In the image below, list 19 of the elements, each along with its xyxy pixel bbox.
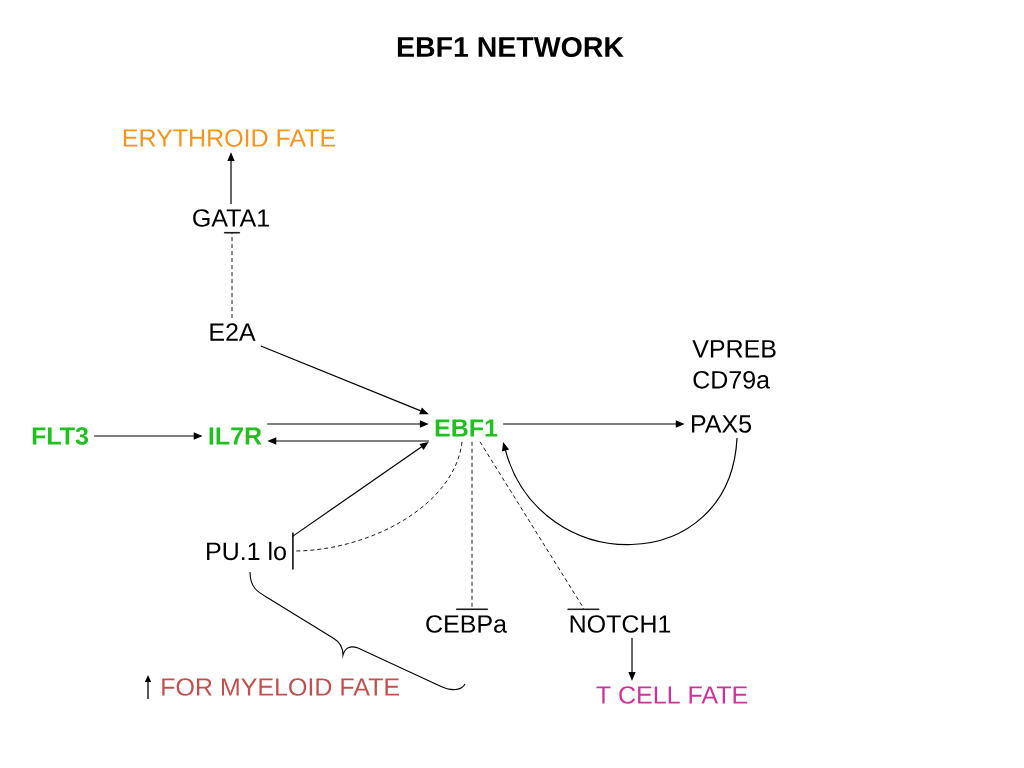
arrow <box>501 437 738 546</box>
gene-name: IL7R <box>209 427 262 445</box>
inhibition-line <box>224 232 240 319</box>
fate-label: T CELL FATE <box>596 686 748 704</box>
gene-name: EBF1 <box>435 419 498 437</box>
fate-label: ERYTHROID FATE <box>123 129 336 147</box>
gene-name: GATA1 <box>193 209 269 227</box>
inhibition-line <box>479 441 600 610</box>
gene-name: NOTCH1 <box>570 615 671 633</box>
inhibition-line <box>456 441 488 610</box>
text-label: VPREB CD79a <box>692 340 776 389</box>
gene-name: FLT3 <box>32 427 89 445</box>
gene-name: PU.1 lo <box>207 541 286 561</box>
gene-name: CEBPa <box>426 615 507 633</box>
text-label: FOR MYELOID FATE <box>162 678 399 696</box>
inhibition-line <box>292 441 463 570</box>
gene-name: E2A <box>210 323 256 341</box>
title: EBF1 NETWORK <box>397 36 624 58</box>
gene-name: PAX5 <box>692 415 751 433</box>
